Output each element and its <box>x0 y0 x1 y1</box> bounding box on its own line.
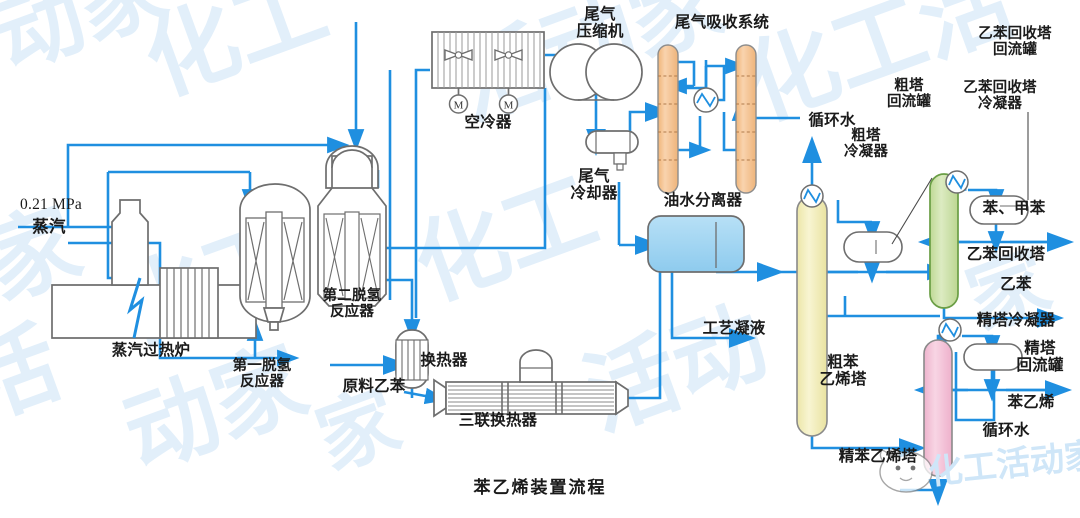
refining-tower-condenser-unit <box>938 318 962 342</box>
pipe-aircooler-loop <box>368 88 547 250</box>
eb-recovery-tower-condenser-unit <box>945 170 969 194</box>
pipe-cond-to-drum <box>836 200 872 224</box>
pipe-crude-bottom-to-refine <box>810 430 927 458</box>
svg-text:化工: 化工 <box>132 0 340 114</box>
pipe-furnace-to-r1 <box>158 338 300 367</box>
pipe-crude-mid <box>810 296 940 318</box>
air-cooler-unit: M M <box>431 31 545 114</box>
feed-heat-exchanger-unit <box>395 329 429 389</box>
pipe-r2-riser-to-aircooler <box>414 68 430 318</box>
oil-water-separator-vessel <box>647 215 745 273</box>
eb-recovery-tower-column <box>929 173 959 309</box>
eb-recovery-tower-reflux-drum-vessel <box>969 195 1029 225</box>
pipe-ethylbenzene-out <box>942 308 1065 328</box>
leader-crude-reflux-drum <box>891 177 933 245</box>
second-dehydrogenation-reactor-vessel <box>317 145 387 307</box>
triple-heat-exchanger-unit <box>433 349 629 418</box>
first-dehydrogenation-reactor-vessel <box>239 183 311 331</box>
crude-tower-reflux-drum-vessel <box>843 231 903 263</box>
crude-styrene-tower-column <box>796 195 828 437</box>
motor-symbol-2: M <box>504 100 514 112</box>
pipe-abs1-return-top <box>676 60 696 86</box>
svg-text:活动: 活动 <box>572 290 780 449</box>
svg-text:化工: 化工 <box>402 160 610 319</box>
brand-mascot-logo <box>879 449 933 493</box>
refined-styrene-tower-column <box>923 339 953 477</box>
pipe-triple-out-up <box>626 230 662 400</box>
tail-gas-absorber-1 <box>657 44 679 194</box>
svg-text:家: 家 <box>956 237 1061 347</box>
equipment-layer: M M <box>51 31 1029 477</box>
tail-gas-absorber-2 <box>735 44 757 194</box>
pipe-superheat-top <box>66 143 300 227</box>
pipe-ref-cond-to-drum <box>962 334 1001 358</box>
tail-gas-compressor-unit <box>549 43 643 101</box>
motor-symbol-1: M <box>454 100 464 112</box>
absorber-interstage-exchanger <box>693 87 719 113</box>
refining-tower-reflux-drum-vessel <box>963 343 1023 371</box>
svg-text:家: 家 <box>306 377 411 487</box>
pipe-hx-to-triple <box>403 387 448 405</box>
pipe-ref-circ-loop <box>954 340 996 422</box>
crude-tower-condenser-unit <box>800 184 824 208</box>
steam-superheater-unit <box>51 199 257 339</box>
tail-gas-cooler-unit <box>585 130 639 171</box>
pipe-process-condensate <box>670 272 757 348</box>
pipe-r2-out-to-hx <box>382 278 421 342</box>
